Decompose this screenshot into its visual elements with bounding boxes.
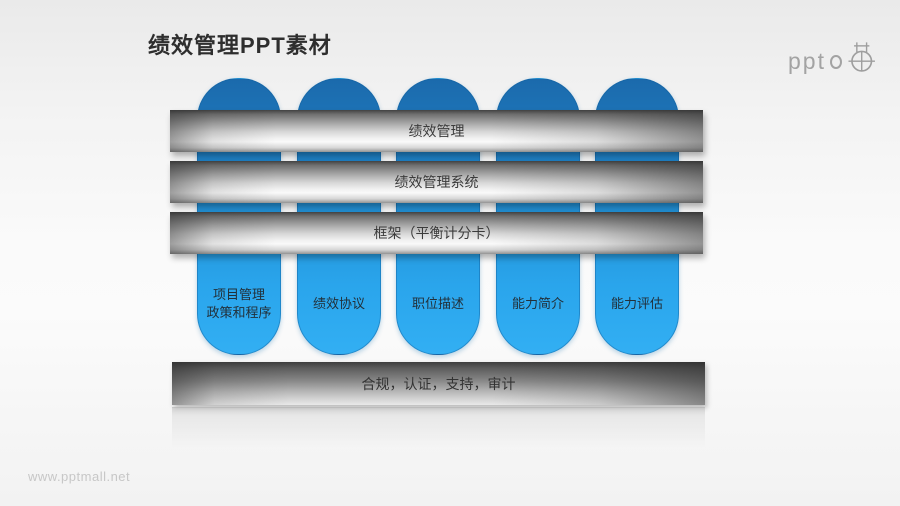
capsule-label: 绩效协议 [312, 296, 365, 312]
capsule-label: 能力评估 [610, 296, 663, 312]
capsule-label: 能力简介 [511, 296, 564, 312]
brand-logo: ppt [788, 36, 878, 78]
layer-bar-framework: 框架（平衡计分卡） [170, 212, 703, 254]
base-bar-reflection [172, 407, 705, 450]
base-bar-compliance: 合规，认证，支持，审计 [172, 362, 705, 405]
layer-bar-performance-system: 绩效管理系统 [170, 161, 703, 203]
compass-circle-icon [848, 42, 875, 72]
watermark-url: www.pptmall.net [28, 469, 131, 484]
page-title: 绩效管理PPT素材 [148, 33, 332, 58]
capsule-label: 项目管理 政策和程序 [206, 287, 272, 320]
capsule-label: 职位描述 [411, 296, 464, 312]
logo-text: ppt [788, 47, 826, 74]
layer-bar-performance-management: 绩效管理 [170, 110, 703, 152]
logo-small-circle-icon [829, 55, 842, 69]
